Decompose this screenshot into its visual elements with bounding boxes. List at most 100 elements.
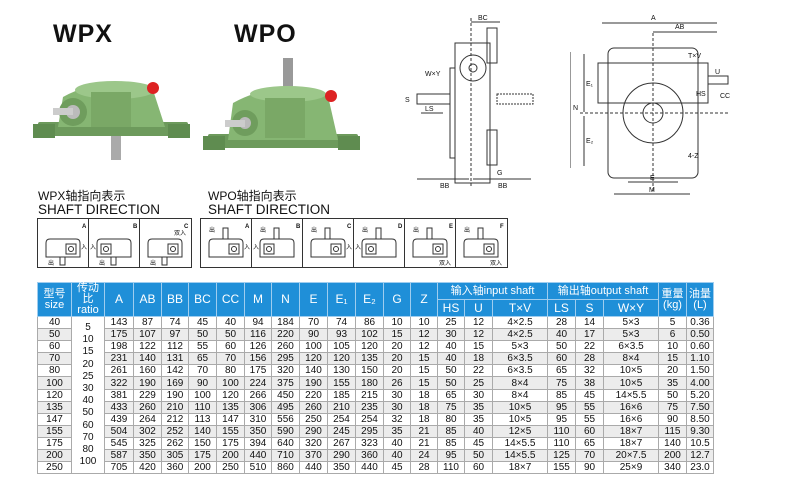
table-cell: 65 (437, 388, 465, 402)
table-cell: 50 (437, 376, 465, 390)
table-cell: 14×5.5 (603, 388, 660, 402)
wpx-shaft-direction-c: C 出 双入 (140, 219, 191, 267)
table-cell: 50 (37, 328, 72, 342)
table-cell: 112 (161, 340, 189, 354)
table-cell: 120 (37, 388, 72, 402)
ratio-value: 40 (82, 395, 94, 407)
table-cell: 160 (133, 364, 162, 378)
header-input-shaft: 输入轴input shaft (436, 282, 549, 300)
wpx-gearbox-photo (33, 81, 190, 160)
table-cell: 140 (133, 352, 162, 366)
table-cell: 200 (216, 449, 245, 463)
table-cell: 93 (327, 328, 356, 342)
table-cell: 50 (658, 388, 688, 402)
table-cell: 130 (327, 364, 356, 378)
table-cell: 710 (271, 449, 300, 463)
table-cell: 556 (271, 412, 300, 426)
table-cell: 175 (216, 436, 245, 451)
header-bb: BB (161, 282, 189, 317)
table-cell: 40 (37, 315, 72, 330)
table-cell: 10 (410, 315, 438, 330)
svg-text:E₂: E₂ (586, 138, 594, 145)
table-cell: 8.50 (686, 412, 715, 426)
table-cell: 8×4 (491, 376, 549, 390)
table-cell: 12 (410, 340, 438, 354)
table-cell: 14×5.5 (491, 436, 549, 451)
table-cell: 433 (104, 400, 134, 414)
wpx-shaft-direction-a: A 出 入 (38, 219, 89, 267)
table-cell: 175 (188, 449, 217, 463)
output-label: 出 (464, 226, 470, 234)
table-cell: 85 (437, 436, 465, 451)
table-cell: 381 (104, 388, 134, 402)
table-cell: 266 (244, 388, 272, 402)
table-cell: 184 (271, 315, 300, 330)
table-cell: 510 (244, 461, 272, 475)
table-cell: 60 (37, 340, 72, 354)
direction-letter: A (82, 224, 87, 230)
direction-letter: C (347, 224, 352, 230)
table-cell: 450 (271, 388, 300, 402)
table-cell: 1.50 (686, 364, 715, 378)
table-cell: 4×2.5 (491, 328, 549, 342)
table-cell: 8×4 (603, 352, 660, 366)
table-cell: 504 (104, 424, 134, 438)
table-cell: 45 (575, 388, 605, 402)
table-cell: 30 (464, 388, 493, 402)
table-cell: 40 (464, 424, 493, 438)
table-cell: 147 (37, 412, 72, 426)
output-label: 出 (48, 259, 54, 267)
table-cell: 6 (658, 328, 688, 342)
header-oil: 油量(L) (686, 282, 715, 317)
table-cell: 110 (437, 461, 465, 475)
table-cell: 190 (161, 388, 189, 402)
table-cell: 45 (383, 461, 411, 475)
table-cell: 5×3 (491, 340, 549, 354)
wpo-shaft-direction-e: E 出 双入 (405, 219, 456, 267)
table-cell: 80 (216, 364, 245, 378)
table-cell: 705 (104, 461, 134, 475)
svg-text:BB: BB (498, 183, 508, 190)
table-cell: 60 (216, 340, 245, 354)
input-label: 入 (81, 244, 87, 251)
table-cell: 4.00 (686, 376, 715, 390)
table-cell: 25 (437, 315, 465, 330)
ratio-value: 100 (79, 456, 97, 468)
table-cell: 50 (547, 340, 577, 354)
table-cell: 40 (437, 340, 465, 354)
table-cell: 10 (383, 315, 411, 330)
table-cell: 20 (383, 364, 411, 378)
input-label: 入 (90, 244, 96, 251)
table-cell: 120 (299, 352, 328, 366)
table-cell: 95 (547, 400, 577, 414)
table-cell: 12.7 (686, 449, 715, 463)
table-cell: 75 (658, 400, 688, 414)
side-view-drawing: BC W×Y S LS BB G BB (405, 15, 534, 190)
table-cell: 50 (464, 449, 493, 463)
table-cell: 135 (216, 400, 245, 414)
table-cell: 245 (327, 424, 356, 438)
table-cell: 24 (410, 449, 438, 463)
table-cell: 420 (133, 461, 162, 475)
table-cell: 45 (464, 436, 493, 451)
header-m: M (244, 282, 272, 317)
table-cell: 322 (104, 376, 134, 390)
table-cell: 115 (658, 424, 688, 438)
table-cell: 21 (410, 424, 438, 438)
table-cell: 252 (161, 424, 189, 438)
table-cell: 495 (271, 400, 300, 414)
svg-text:W×Y: W×Y (425, 71, 441, 78)
table-cell: 350 (133, 449, 162, 463)
table-cell: 250 (299, 412, 328, 426)
table-cell: 200 (188, 461, 217, 475)
table-cell: 302 (133, 424, 162, 438)
table-cell: 0.50 (686, 328, 715, 342)
table-cell: 110 (547, 436, 577, 451)
table-cell: 142 (161, 364, 189, 378)
direction-letter: C (184, 224, 189, 230)
